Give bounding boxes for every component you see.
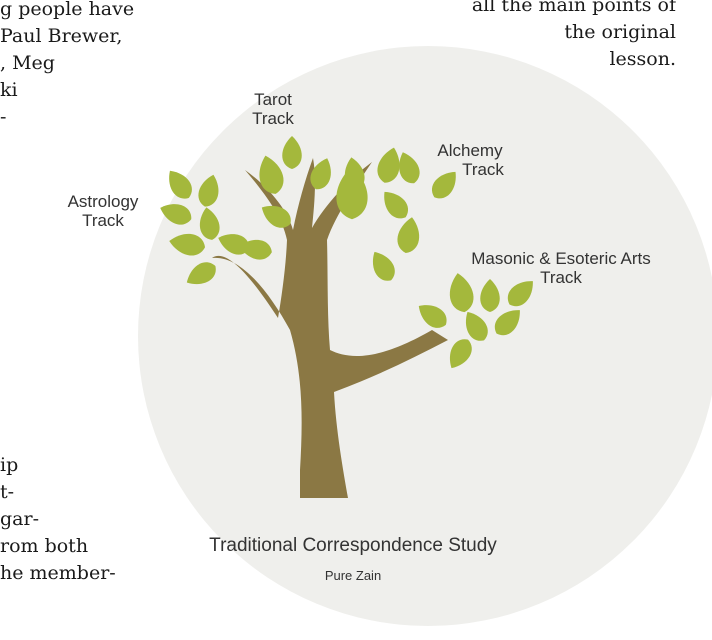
body-text-left-bottom: ip t- gar- rom both he member- bbox=[0, 454, 116, 584]
body-text-left-top: g people have Paul Brewer, , Meg ki - bbox=[0, 0, 135, 128]
body-text-right-top: all the main points of the original less… bbox=[471, 0, 676, 70]
tree-trunk bbox=[212, 158, 448, 498]
diagram-subtitle: Pure Zain bbox=[325, 568, 381, 583]
diagram-title: Traditional Correspondence Study bbox=[209, 535, 497, 556]
